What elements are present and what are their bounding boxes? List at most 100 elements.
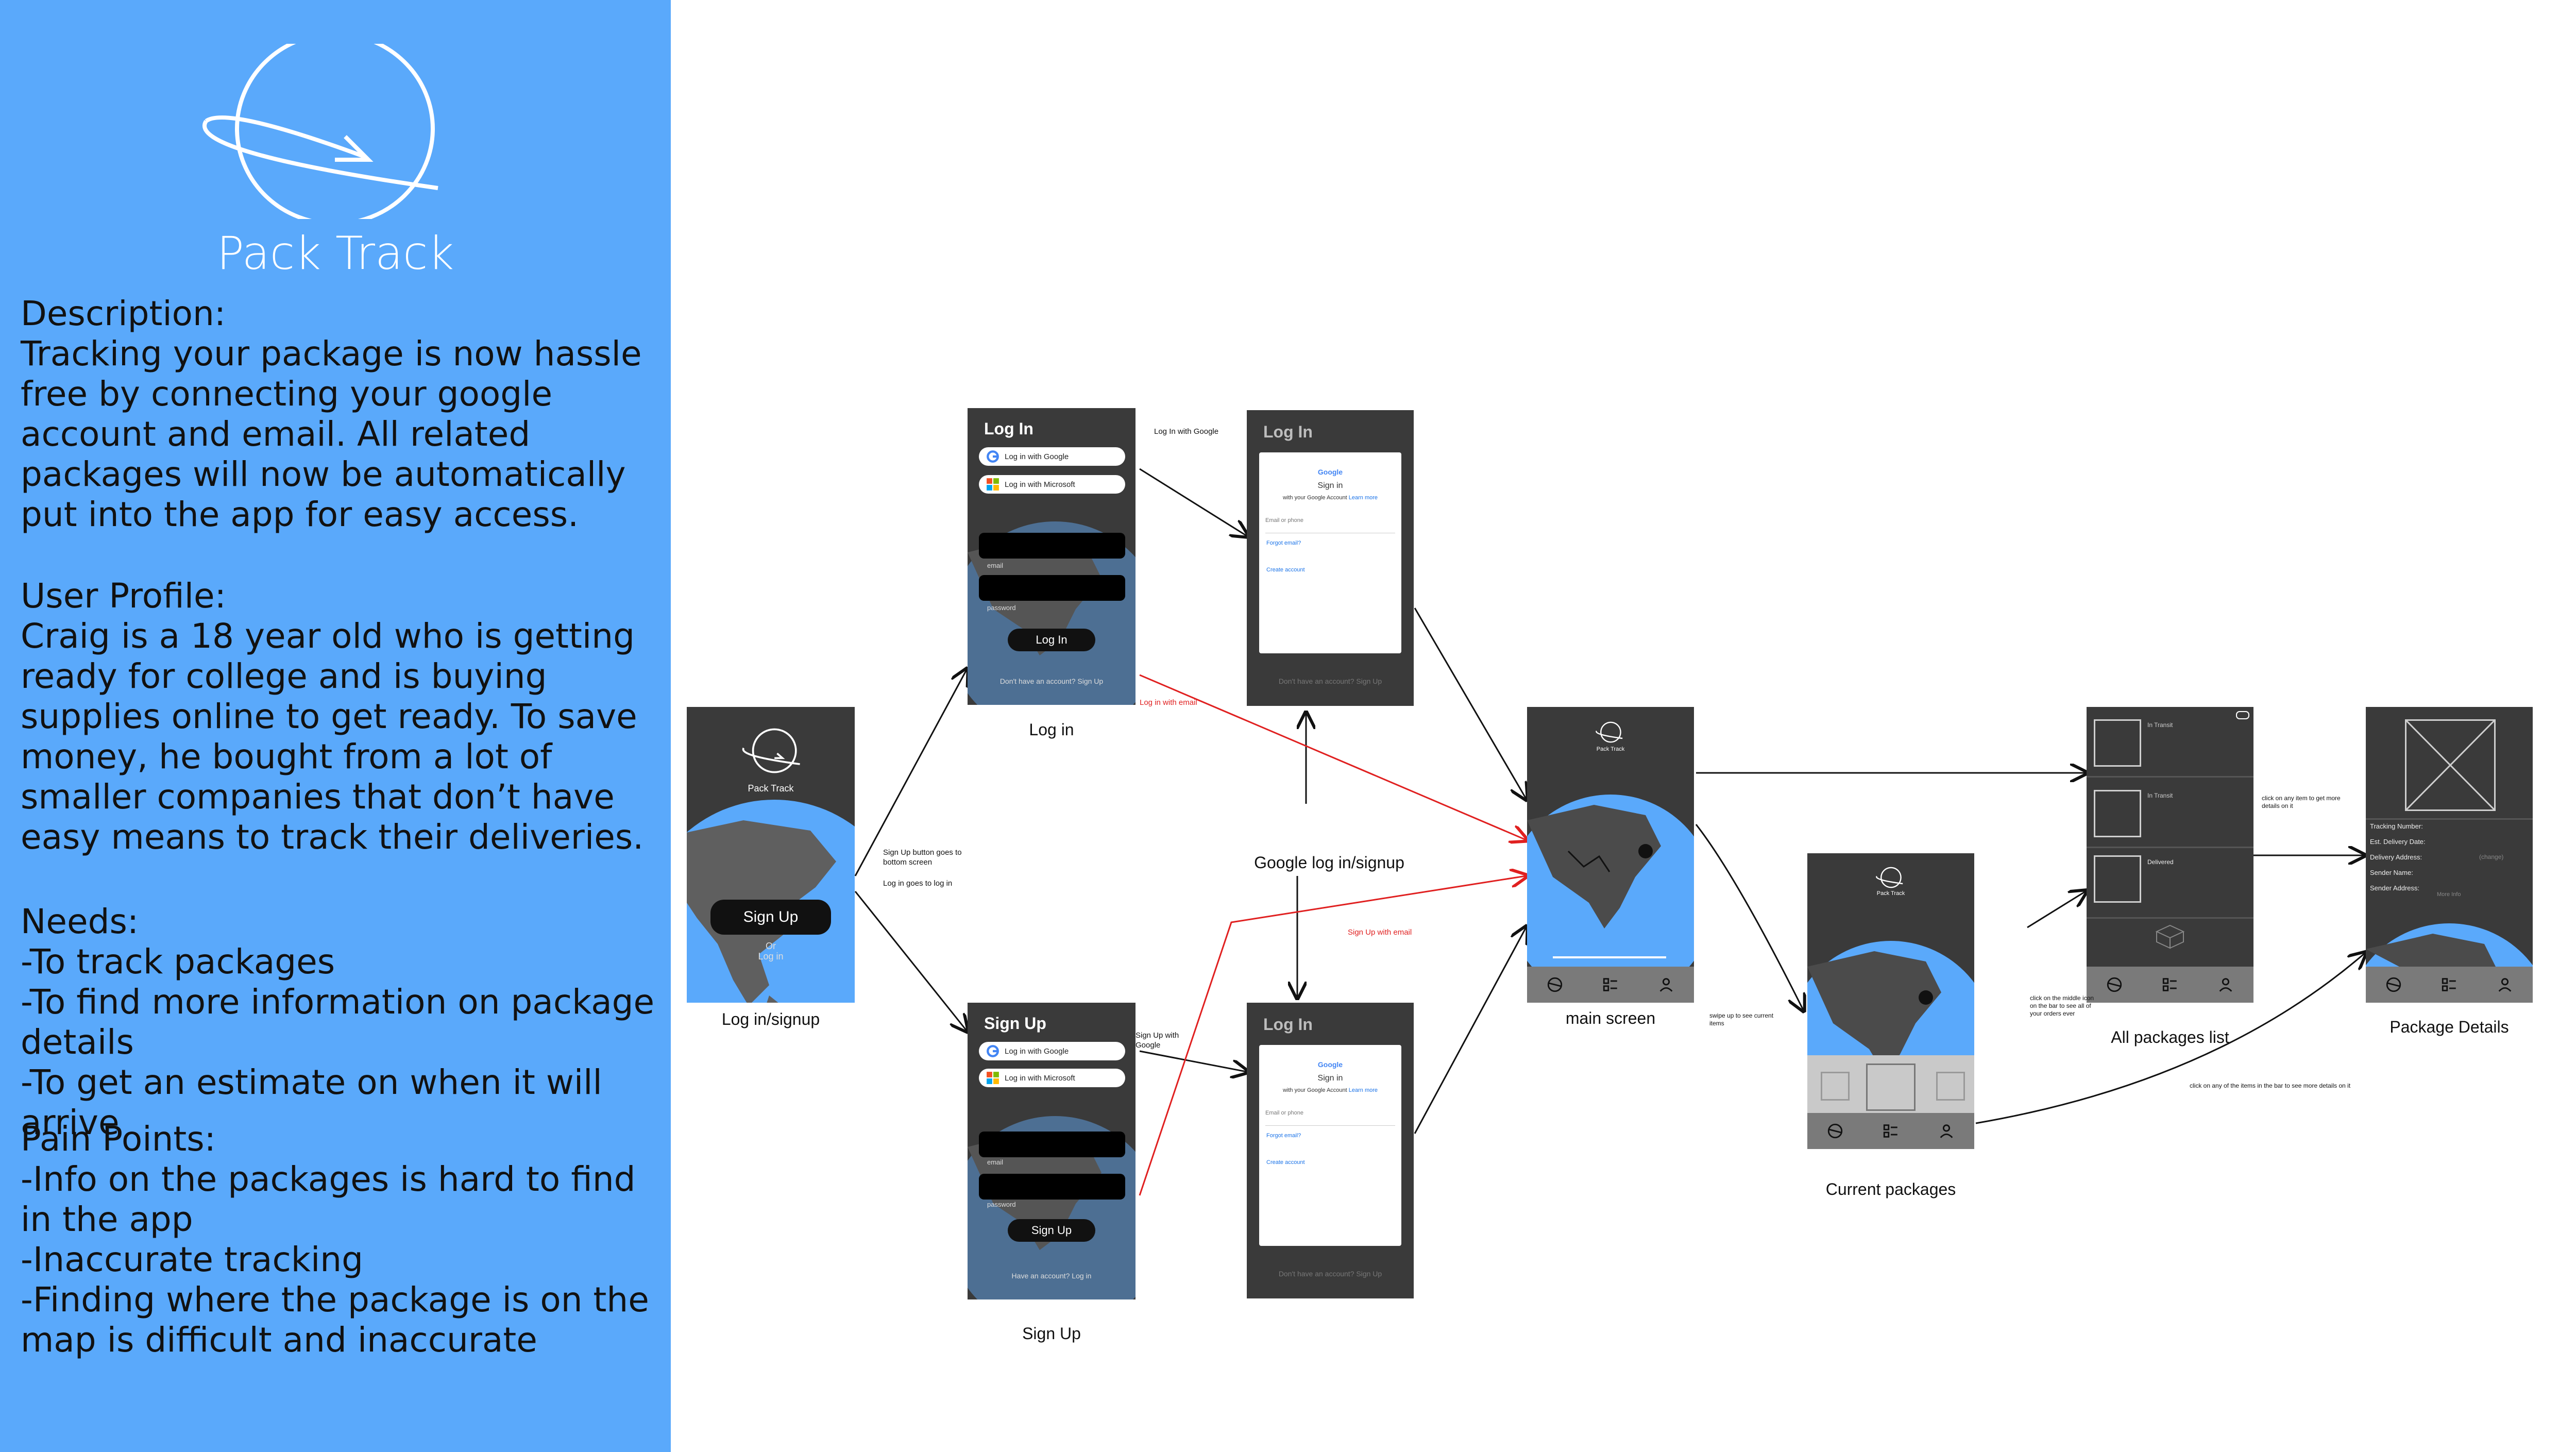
microsoft-login-button[interactable]: Log in with Microsoft bbox=[979, 475, 1125, 494]
list-nav-icon[interactable] bbox=[1882, 1122, 1900, 1140]
profile-nav-icon[interactable] bbox=[2496, 976, 2514, 993]
google-signin-card: Google Sign in with your Google Account … bbox=[1259, 452, 1401, 653]
signup-submit-button[interactable]: Sign Up bbox=[1008, 1219, 1095, 1242]
left-panel: Pack Track Description: Tracking your pa… bbox=[0, 0, 671, 1452]
signup-screen: Sign Up Log in with Google Log in with M… bbox=[968, 1003, 1136, 1299]
note-google-login: Log In with Google bbox=[1154, 427, 1219, 436]
signup-button[interactable]: Sign Up bbox=[710, 900, 831, 935]
google-login-screen: Log In Google Sign in with your Google A… bbox=[1247, 410, 1414, 706]
note-click-item: click on any item to get more details on… bbox=[2262, 795, 2341, 809]
list-nav-icon[interactable] bbox=[2161, 976, 2179, 993]
current-caption: Current packages bbox=[1825, 1180, 1956, 1198]
package-status: In Transit bbox=[2147, 792, 2173, 799]
login-link[interactable]: Log in bbox=[758, 951, 784, 961]
pack-track-logo-icon bbox=[742, 728, 800, 773]
toggle-icon[interactable] bbox=[2236, 711, 2249, 719]
google-login-footer[interactable]: Don't have an account? Sign Up bbox=[1278, 677, 1382, 685]
signup-title: Sign Up bbox=[984, 1014, 1046, 1033]
create-account-link[interactable]: Create account bbox=[1266, 567, 1305, 573]
email-field[interactable] bbox=[979, 1132, 1125, 1157]
note-signup-button: Sign Up button goes to bottom screen bbox=[883, 848, 962, 867]
placeholder-cross bbox=[2405, 720, 2495, 811]
password-label: password bbox=[987, 1201, 1016, 1208]
bottom-navbar bbox=[1807, 1113, 1974, 1149]
landing-screen: Pack Track Sign Up Or Log in bbox=[687, 707, 855, 1003]
note-signup-email: Sign Up with email bbox=[1348, 928, 1412, 937]
google-signup-label: Log in with Google bbox=[1005, 1046, 1069, 1056]
more-info-link[interactable]: More Info bbox=[2437, 891, 2461, 898]
login-screen: Log In Log in with Google Log in with Mi… bbox=[968, 408, 1136, 705]
pack-track-logo-icon bbox=[1596, 721, 1623, 743]
note-click-bar: click on any of the items in the bar to … bbox=[2190, 1082, 2351, 1089]
microsoft-signup-button[interactable]: Log in with Microsoft bbox=[979, 1069, 1125, 1087]
package-status: Delivered bbox=[2147, 858, 2174, 866]
email-field[interactable] bbox=[979, 533, 1125, 559]
google-signup-button[interactable]: Log in with Google bbox=[979, 1042, 1125, 1060]
profile-nav-icon[interactable] bbox=[2217, 976, 2234, 993]
globe-nav-icon[interactable] bbox=[2385, 976, 2402, 993]
email-phone-input[interactable]: Email or phone bbox=[1265, 517, 1395, 533]
package-image-placeholder bbox=[2405, 719, 2496, 811]
google-login-button[interactable]: Log in with Google bbox=[979, 447, 1125, 466]
bottom-navbar bbox=[2087, 967, 2253, 1003]
note-middle-icon: click on the middle icon on the bar to s… bbox=[2030, 994, 2094, 1017]
google-wordmark: Google bbox=[1317, 468, 1343, 476]
current-app-name: Pack Track bbox=[1876, 890, 1905, 897]
globe-nav-icon[interactable] bbox=[2106, 976, 2123, 993]
packages-carousel[interactable] bbox=[1807, 1055, 1974, 1113]
app-name: Pack Track bbox=[216, 227, 454, 280]
bottom-sheet-handle[interactable] bbox=[1553, 956, 1666, 958]
signup-caption: Sign Up bbox=[1022, 1324, 1081, 1343]
user-profile: User Profile: Craig is a 18 year old who… bbox=[21, 576, 644, 857]
create-account-link[interactable]: Create account bbox=[1266, 1159, 1305, 1166]
login-link[interactable]: Have an account? Log in bbox=[1011, 1272, 1092, 1280]
signup-link[interactable]: Don't have an account? Sign Up bbox=[999, 677, 1104, 685]
login-title: Log In bbox=[984, 419, 1033, 438]
bottom-navbar bbox=[1527, 967, 1694, 1003]
list-nav-icon[interactable] bbox=[2441, 976, 2458, 993]
google-signup-title: Log In bbox=[1263, 1015, 1313, 1034]
package-list-item[interactable]: In Transit bbox=[2087, 778, 2253, 848]
google-flow-label: Google log in/signup bbox=[1254, 853, 1404, 872]
main-caption: main screen bbox=[1565, 1009, 1656, 1027]
list-nav-icon[interactable] bbox=[1602, 976, 1619, 993]
all-packages-caption: All packages list bbox=[2111, 1028, 2229, 1046]
main-app-name: Pack Track bbox=[1596, 746, 1625, 752]
login-submit-button[interactable]: Log In bbox=[1008, 629, 1095, 651]
globe-nav-icon[interactable] bbox=[1826, 1122, 1844, 1140]
needs: Needs: -To track packages -To find more … bbox=[21, 902, 655, 1142]
tracking-number-label: Tracking Number: bbox=[2370, 822, 2423, 830]
sender-name-label: Sender Name: bbox=[2370, 869, 2413, 876]
password-field[interactable] bbox=[979, 1174, 1125, 1200]
google-login-title: Log In bbox=[1263, 423, 1313, 441]
email-phone-input[interactable]: Email or phone bbox=[1265, 1110, 1395, 1126]
microsoft-icon bbox=[987, 1072, 999, 1084]
google-signup-footer[interactable]: Don't have an account? Sign Up bbox=[1278, 1270, 1382, 1278]
note-login-goes: Log in goes to log in bbox=[883, 879, 953, 888]
profile-nav-icon[interactable] bbox=[1938, 1122, 1955, 1140]
email-label: email bbox=[987, 1158, 1004, 1166]
google-wordmark: Google bbox=[1317, 1060, 1343, 1069]
package-list-item[interactable]: Delivered bbox=[2087, 848, 2253, 919]
microsoft-signup-label: Log in with Microsoft bbox=[1005, 1073, 1075, 1083]
all-packages-screen: In Transit In Transit Delivered bbox=[2087, 707, 2253, 1003]
forgot-email-link[interactable]: Forgot email? bbox=[1266, 1133, 1301, 1139]
google-icon bbox=[987, 1045, 999, 1057]
current-packages-screen: Pack Track bbox=[1807, 853, 1974, 1149]
sign-in-subtitle: with your Google Account Learn more bbox=[1282, 1087, 1378, 1093]
google-icon bbox=[987, 450, 999, 463]
or-text: Or bbox=[766, 941, 776, 951]
login-caption: Log in bbox=[1029, 720, 1074, 739]
password-field[interactable] bbox=[979, 575, 1125, 601]
globe-map bbox=[1527, 795, 1694, 1003]
globe-nav-icon[interactable] bbox=[1546, 976, 1564, 993]
landing-caption: Log in/signup bbox=[721, 1010, 820, 1028]
pain-points: Pain Points: -Info on the packages is ha… bbox=[21, 1119, 649, 1360]
package-details-screen: Tracking Number: Est. Delivery Date: Del… bbox=[2366, 707, 2533, 1003]
profile-nav-icon[interactable] bbox=[1657, 976, 1675, 993]
main-screen: Pack Track bbox=[1527, 707, 1694, 1003]
change-address-link[interactable]: (change) bbox=[2479, 853, 2504, 860]
forgot-email-link[interactable]: Forgot email? bbox=[1266, 540, 1301, 546]
bottom-navbar bbox=[2366, 967, 2533, 1003]
package-list-item[interactable]: In Transit bbox=[2087, 707, 2253, 778]
